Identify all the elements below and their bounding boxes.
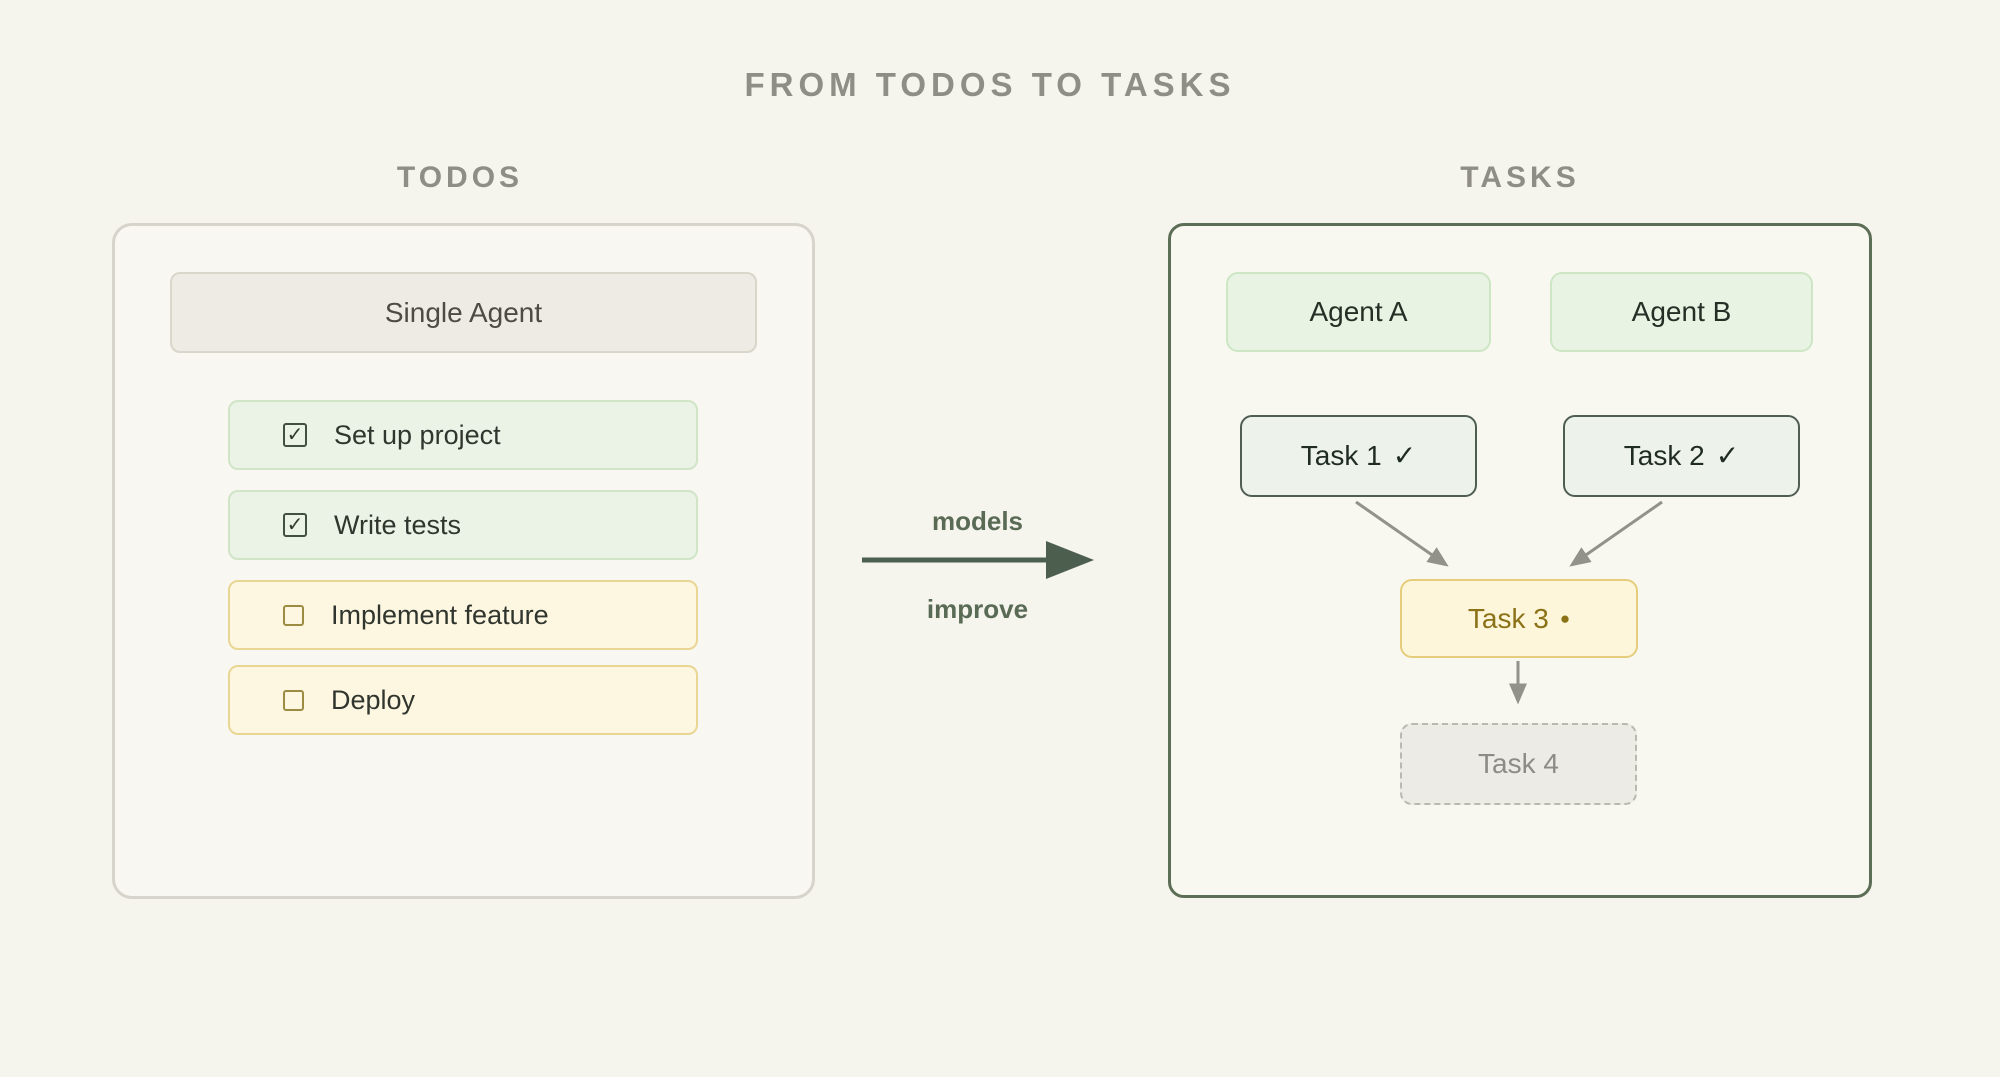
models-improve-arrow [862,541,1094,579]
check-icon: ✓ [1392,440,1417,471]
single-agent-box: Single Agent [170,272,757,353]
task-label: Task 4 [1478,748,1559,779]
todo-item-write-tests: ✓ Write tests [228,490,698,560]
todo-item-deploy: Deploy [228,665,698,735]
single-agent-label: Single Agent [384,296,543,328]
todo-label: Deploy [331,684,416,715]
agent-b-label: Agent B [1631,296,1732,327]
task-1-node: Task 1 ✓ [1240,415,1477,497]
agent-a-label: Agent A [1309,296,1408,327]
todos-panel: Single Agent ✓ Set up project ✓ Write te… [112,223,815,899]
todo-item-set-up-project: ✓ Set up project [228,400,698,470]
task-2-node: Task 2 ✓ [1563,415,1800,497]
check-icon: ✓ [1715,440,1740,471]
todo-item-implement-feature: Implement feature [228,580,698,650]
diagram-title: FROM TODOS TO TASKS [744,66,1236,103]
empty-checkbox-icon [283,689,304,711]
checked-checkbox-icon: ✓ [283,513,307,537]
task-4-node: Task 4 [1400,723,1637,805]
tasks-heading: TASKS [1460,161,1580,194]
in-progress-dot-icon: ● [1559,609,1571,628]
agent-b-box: Agent B [1550,272,1813,352]
todo-label: Set up project [334,419,501,450]
agent-a-box: Agent A [1226,272,1491,352]
task-3-node: Task 3 ● [1400,579,1638,658]
task-label: Task 2 [1623,440,1705,471]
transition-label-improve: improve [926,594,1029,624]
empty-checkbox-icon [283,604,304,626]
task-label: Task 3 [1467,602,1549,634]
todos-heading: TODOS [396,161,524,194]
transition-label-models: models [931,506,1024,536]
task-label: Task 1 [1300,440,1382,471]
todo-label: Write tests [334,509,462,540]
tasks-panel: Agent A Agent B Task 1 ✓ Task 2 ✓ Task 3… [1168,223,1872,898]
todo-label: Implement feature [331,599,549,630]
checked-checkbox-icon: ✓ [283,423,307,447]
